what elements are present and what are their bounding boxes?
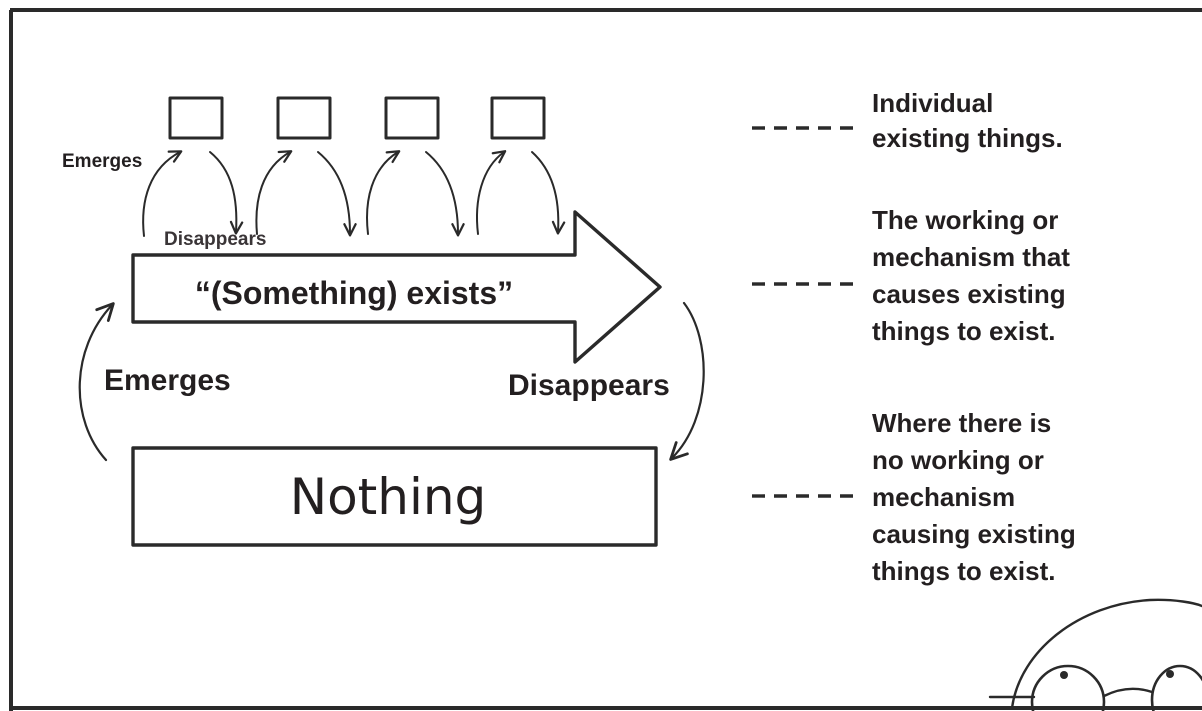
character-eye-left [1060,671,1068,679]
small-disappear-arrow-2 [317,151,357,237]
character-head [1010,598,1202,710]
nothing-label: Nothing [290,468,487,526]
legend-nothing-line-2: no working or [872,445,1044,475]
small-disappear-arrow-1 [209,151,244,235]
legend-individual: Individual existing things. [872,88,1063,153]
character-glasses-right [1150,664,1202,711]
thing-box-3 [384,96,440,140]
thing-box-2 [276,96,332,140]
legend-mechanism-line-2: mechanism that [872,242,1070,272]
thing-box-1 [168,96,224,140]
nothing-box [131,446,658,547]
small-emerge-arrow-1 [142,150,183,237]
individual-things-boxes [168,96,546,140]
big-emerge-arrow [78,302,115,462]
small-disappear-arrow-4 [531,151,566,235]
big-disappears-label: Disappears [508,369,670,402]
legend-individual-line-2: existing things. [872,123,1063,153]
legend-nothing: Where there is no working or mechanism c… [872,408,1083,586]
thing-box-4 [490,96,546,140]
legend-nothing-line-1: Where there is [872,408,1051,438]
character-eye-right [1166,670,1174,678]
small-emerge-arrow-3 [366,150,401,235]
big-disappear-arrow [669,301,705,461]
legend-mechanism-line-1: The working or [872,205,1058,235]
legend-nothing-line-5: things to exist. [872,556,1055,586]
small-disappear-arrow-3 [425,151,465,237]
small-disappears-label: Disappears [164,229,266,250]
legend-mechanism-line-3: causes existing [872,279,1066,309]
legend-leaders [752,126,862,498]
small-emerge-arrow-2 [255,150,293,235]
legend-nothing-line-3: mechanism [872,482,1015,512]
big-emerges-label: Emerges [104,364,231,397]
character-glasses-left [1030,664,1106,711]
exists-arrow-label: “(Something) exists” [195,275,513,311]
small-emerges-label: Emerges [62,151,142,172]
character-glasses-bridge [1102,687,1154,698]
small-cycle-arrows [142,150,566,237]
legend-mechanism-line-4: things to exist. [872,316,1055,346]
panel-frame [9,8,1202,711]
exists-arrow [131,210,662,364]
small-emerge-arrow-4 [476,150,507,235]
legend-mechanism: The working or mechanism that causes exi… [872,205,1077,346]
legend-nothing-line-4: causing existing [872,519,1076,549]
legend-individual-line-1: Individual [872,88,993,118]
character-illustration [988,598,1202,711]
